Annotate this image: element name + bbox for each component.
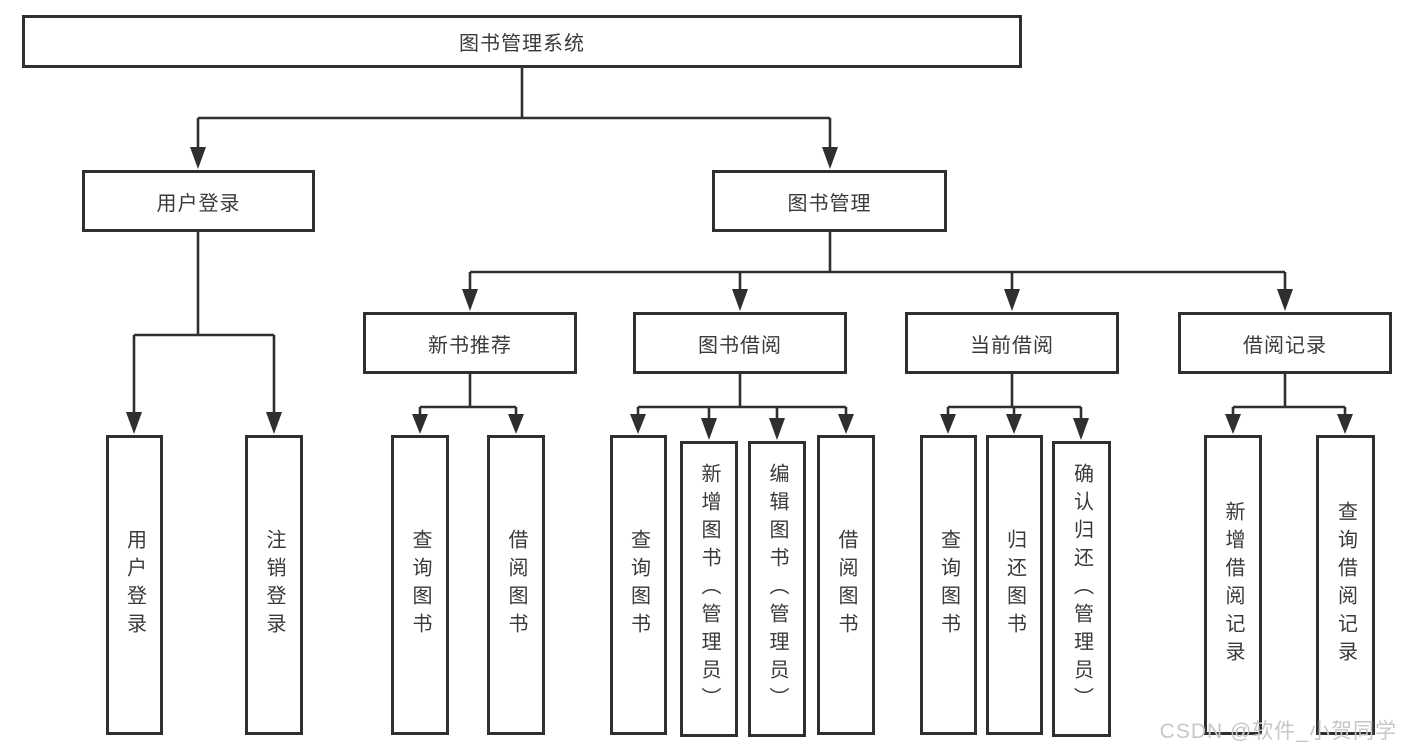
leaf-query-books-2: 查询图书 <box>610 435 667 735</box>
node-borrow-record: 借阅记录 <box>1178 312 1392 374</box>
leaf-borrow-books-2: 借阅图书 <box>817 435 875 735</box>
node-user-login: 用户登录 <box>82 170 315 232</box>
node-label: 查询图书 <box>937 529 960 641</box>
leaf-confirm-return-admin: 确认归还（管理员） <box>1052 441 1111 737</box>
node-label: 借阅图书 <box>835 529 857 641</box>
leaf-query-books-3: 查询图书 <box>920 435 977 735</box>
node-label: 借阅记录 <box>1243 334 1327 357</box>
node-label: 当前借阅 <box>970 334 1054 357</box>
node-label: 用户登录 <box>123 529 146 641</box>
csdn-watermark: CSDN @软件_小贺同学 <box>1159 720 1397 743</box>
node-label: 借阅图书 <box>505 529 527 641</box>
leaf-user-login: 用户登录 <box>106 435 163 735</box>
node-label: 确认归还（管理员） <box>1070 463 1093 715</box>
node-label: 图书借阅 <box>698 334 782 357</box>
node-label: 新增图书（管理员） <box>698 463 720 715</box>
leaf-add-borrow-record: 新增借阅记录 <box>1204 435 1262 735</box>
leaf-return-books: 归还图书 <box>986 435 1043 735</box>
node-label: 查询借阅记录 <box>1334 501 1357 669</box>
node-library-management-system: 图书管理系统 <box>22 15 1022 68</box>
leaf-query-borrow-record: 查询借阅记录 <box>1316 435 1375 735</box>
node-label: 图书管理 <box>787 192 872 215</box>
node-label: 编辑图书（管理员） <box>766 463 788 715</box>
leaf-logout: 注销登录 <box>245 435 303 735</box>
leaf-query-books-1: 查询图书 <box>391 435 449 735</box>
node-label: 新书推荐 <box>428 334 512 357</box>
node-label: 注销登录 <box>263 529 285 641</box>
node-label: 图书管理系统 <box>459 33 585 55</box>
node-label: 用户登录 <box>156 192 241 215</box>
node-label: 归还图书 <box>1003 529 1026 641</box>
node-book-management: 图书管理 <box>712 170 947 232</box>
leaf-borrow-books-1: 借阅图书 <box>487 435 545 735</box>
node-label: 查询图书 <box>627 529 650 641</box>
node-label: 查询图书 <box>409 529 431 641</box>
node-book-borrow: 图书借阅 <box>633 312 847 374</box>
leaf-edit-books-admin: 编辑图书（管理员） <box>748 441 806 737</box>
node-current-borrow: 当前借阅 <box>905 312 1119 374</box>
node-new-book-recommend: 新书推荐 <box>363 312 577 374</box>
node-label: 新增借阅记录 <box>1222 501 1244 669</box>
leaf-add-books-admin: 新增图书（管理员） <box>680 441 738 737</box>
